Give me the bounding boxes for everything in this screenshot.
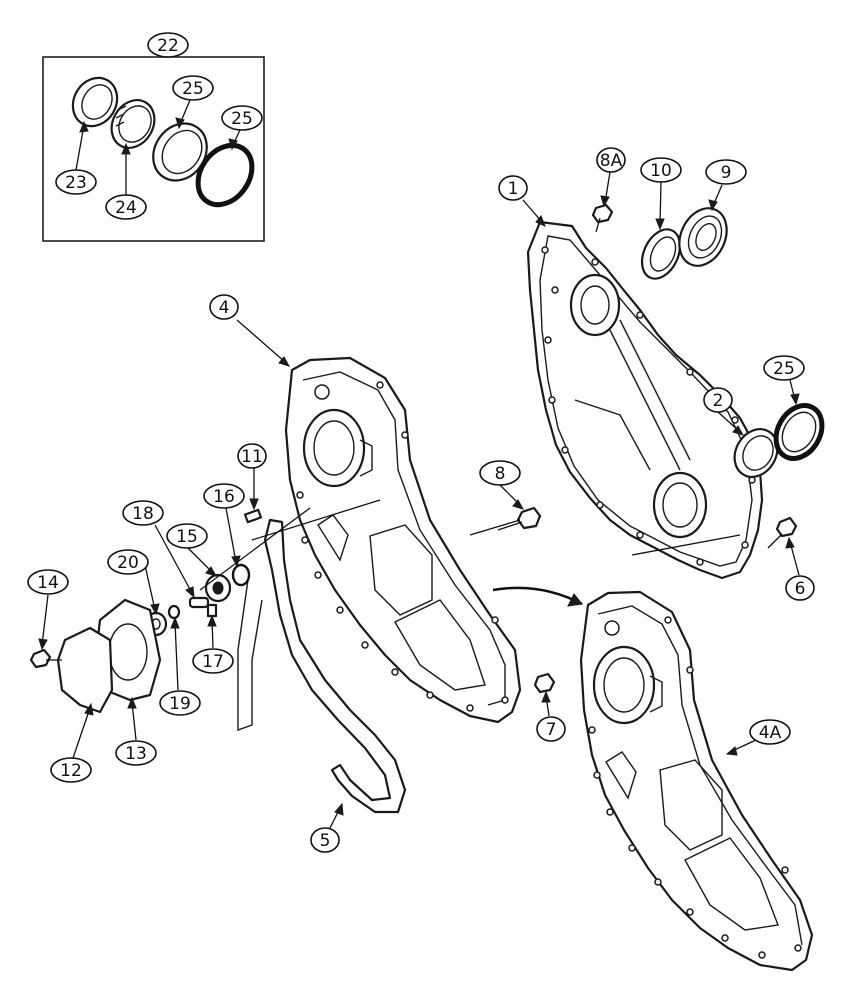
callout-7: 8A [596, 147, 626, 173]
callout-20-label: 20 [117, 553, 139, 573]
callout-8A-label: 8 [495, 464, 506, 484]
callout-13-label: 13 [125, 744, 147, 764]
part-10-seal [678, 207, 728, 267]
alternate-part-arrow [492, 586, 583, 607]
part-12-cover [56, 626, 114, 714]
part-6-bolt [767, 516, 798, 549]
part-25-oring-right [773, 403, 825, 461]
callout-25-inset: 25 [221, 105, 263, 131]
callout-8-label: 7 [546, 720, 557, 740]
callout-4A: 4A [749, 719, 791, 745]
callout-19: 19 [159, 690, 201, 716]
callout-24-label: 25 [182, 79, 204, 99]
callout-5: 5 [310, 827, 340, 853]
callout-14-label: 14 [37, 573, 59, 593]
callout-15: 15 [166, 523, 208, 549]
part-14-bolt [29, 648, 62, 669]
part-25-oring [195, 142, 255, 208]
callout-2: 2 [703, 387, 733, 413]
part-17-screw [206, 603, 218, 618]
callout-6: 6 [785, 575, 815, 601]
callout-24: 25 [172, 75, 214, 101]
callout-20: 20 [107, 549, 149, 575]
callout-4: 4 [209, 294, 239, 320]
callout-4-label: 4 [219, 298, 230, 318]
callout-22: 23 [55, 169, 97, 195]
part-4-gear-housing [284, 356, 522, 724]
part-11-sleeve [640, 228, 682, 280]
part-7-bolt [591, 203, 614, 233]
callout-25-right-label: 25 [773, 359, 795, 379]
callout-4A-label: 4A [759, 723, 782, 743]
part-15-plug [204, 573, 232, 603]
part-4A-gear-housing [579, 590, 814, 972]
callout-leaders [38, 45, 800, 829]
callout-1-label: 1 [508, 179, 519, 199]
callout-10-label: 9 [721, 163, 732, 183]
callout-12: 12 [50, 757, 92, 783]
callout-1: 1 [498, 175, 528, 201]
callout-8: 7 [536, 716, 566, 742]
callout-7-label: 8A [600, 151, 623, 171]
callout-18: 18 [122, 500, 164, 526]
alignment-lines [199, 499, 741, 591]
part-1-cover-plate [526, 220, 764, 580]
part-16-oring [231, 563, 251, 587]
part-23-sleeve [110, 99, 156, 149]
seal-kit-inset [42, 56, 265, 242]
callout-21-label: 22 [157, 36, 179, 56]
callout-25-inset-label: 25 [231, 109, 253, 129]
callout-12-label: 12 [60, 761, 82, 781]
callout-21: 22 [147, 32, 189, 58]
callout-15-label: 15 [176, 527, 198, 547]
callout-2-label: 2 [713, 391, 724, 411]
inset-frame [42, 56, 265, 242]
callout-11: 10 [640, 157, 682, 183]
callout-16-label: 16 [213, 487, 235, 507]
callout-6-label: 6 [795, 579, 806, 599]
callout-25-right: 25 [763, 355, 805, 381]
part-18-plunger [188, 596, 210, 609]
callout-8A: 8 [479, 460, 521, 486]
part-9-pin [243, 508, 263, 524]
callout-11-label: 10 [650, 161, 672, 181]
callouts: 22 23 24 25 25 1 8A 10 [27, 32, 815, 853]
callout-9: 11 [237, 443, 267, 469]
callout-10: 9 [705, 159, 747, 185]
callout-16: 16 [203, 483, 245, 509]
callout-18-label: 18 [132, 504, 154, 524]
callout-9-label: 11 [241, 447, 263, 467]
callout-17-label: 17 [202, 652, 224, 672]
callout-23-label: 24 [115, 198, 137, 218]
callout-17: 17 [192, 648, 234, 674]
callout-14: 14 [27, 569, 69, 595]
part-2-sleeve [733, 428, 779, 478]
part-5-gasket [237, 518, 407, 814]
part-19-ring [167, 604, 181, 620]
callout-22-label: 23 [65, 173, 87, 193]
part-24-ring [152, 122, 208, 182]
callout-13: 13 [115, 740, 157, 766]
callout-19-label: 19 [169, 694, 191, 714]
part-22-seal [71, 76, 119, 128]
callout-23: 24 [105, 194, 147, 220]
part-8-bolt [533, 672, 556, 694]
part-8A-bolt [497, 506, 542, 531]
callout-5-label: 5 [320, 831, 331, 851]
